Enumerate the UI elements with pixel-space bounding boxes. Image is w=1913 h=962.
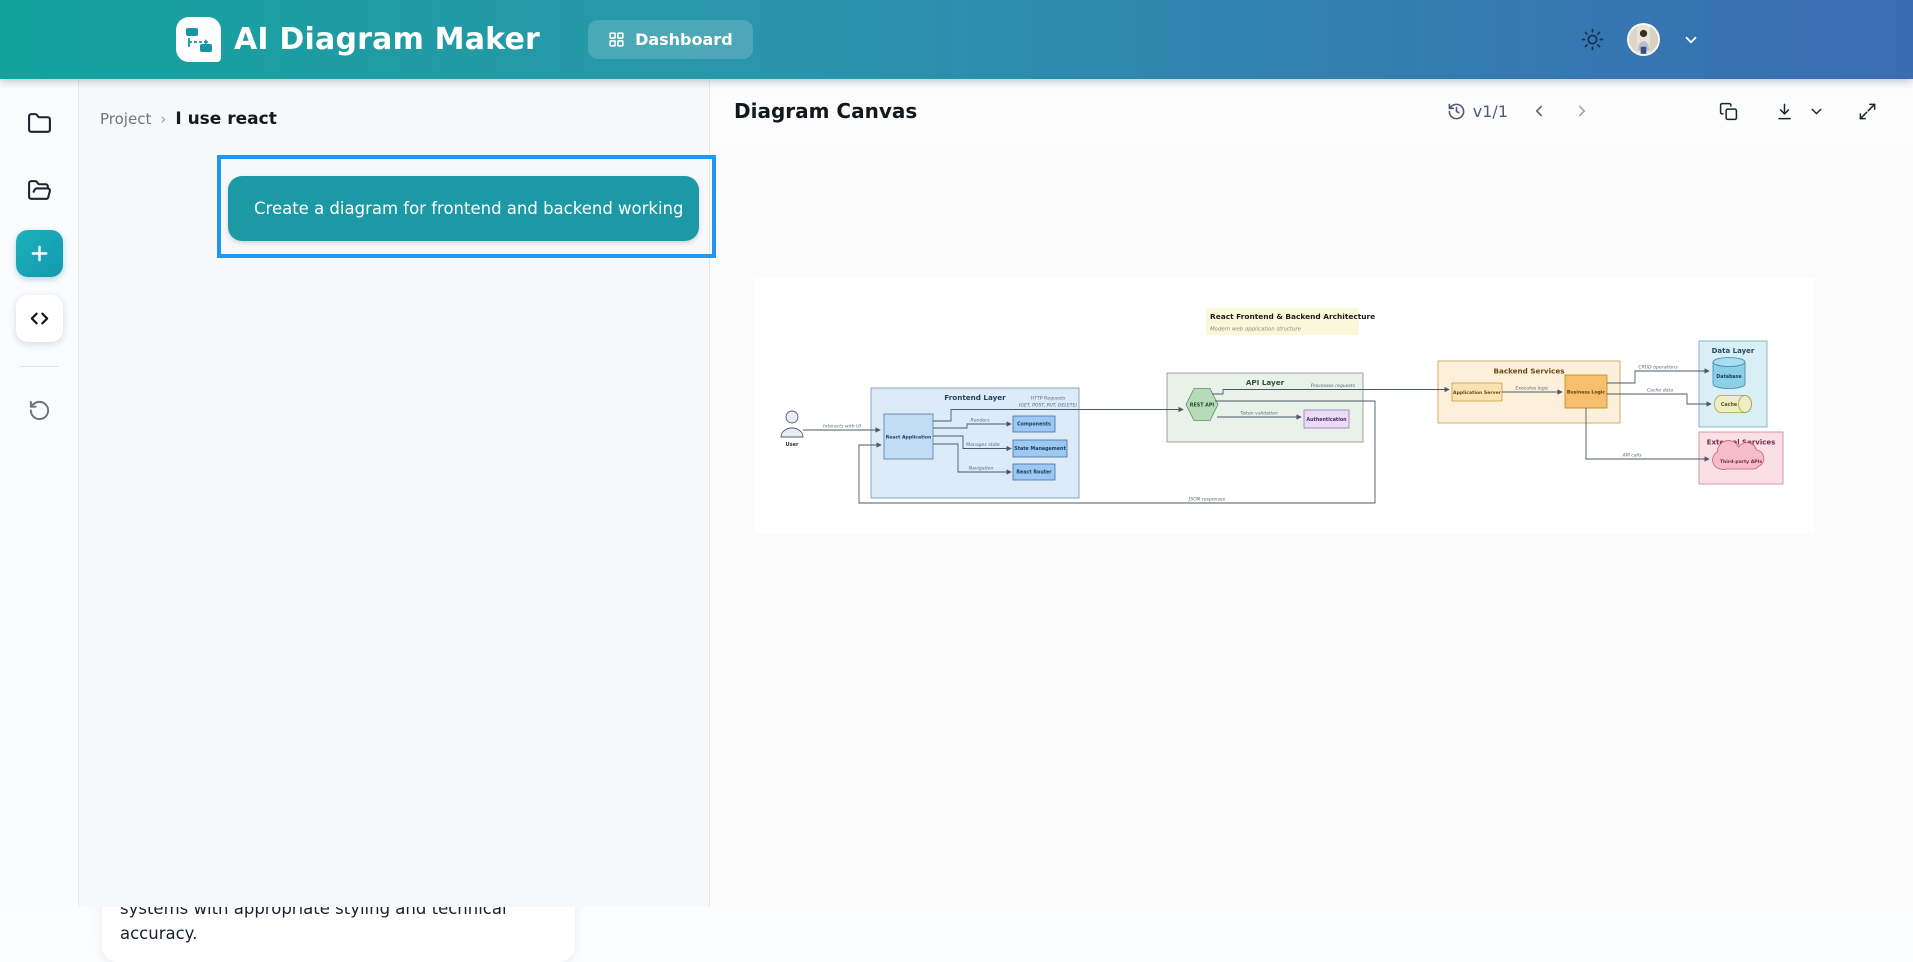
edge-label-api-calls: API calls <box>1621 453 1642 459</box>
user-avatar[interactable] <box>1627 23 1660 56</box>
node-third-party-apis: Third-party APIs <box>1712 440 1765 470</box>
version-controls: v1/1 <box>1447 102 1591 121</box>
logo-group: AI Diagram Maker <box>176 17 540 62</box>
svg-text:State Management: State Management <box>1014 446 1066 452</box>
node-react-application <box>883 413 934 460</box>
user-message-bubble[interactable]: Create a diagram for frontend and backen… <box>228 176 699 241</box>
avatar-photo <box>1629 25 1658 54</box>
breadcrumb: Project › I use react <box>100 109 277 129</box>
container-data-label: Data Layer <box>1712 347 1755 355</box>
plus-icon <box>31 245 48 262</box>
container-frontend-label: Frontend Layer <box>944 393 1006 402</box>
node-authentication <box>1303 409 1350 429</box>
diagram-edges <box>803 368 1712 504</box>
edge-label-http-1: HTTP Requests <box>1031 396 1066 402</box>
canvas-header: Diagram Canvas v1/1 <box>710 79 1913 143</box>
app-title: AI Diagram Maker <box>234 22 541 57</box>
node-cache: Cache <box>1714 395 1752 413</box>
architecture-diagram: React Frontend & Backend Architecture Mo… <box>780 308 1784 504</box>
diagram-logo-glyph <box>185 27 212 52</box>
version-label: v1/1 <box>1472 101 1508 121</box>
edge-label-json: JSON responses <box>1188 497 1226 503</box>
folder-open-icon <box>28 180 51 200</box>
edge-label-navigation: Navigation <box>969 466 994 472</box>
dashboard-label: Dashboard <box>635 30 733 49</box>
node-database: Database <box>1712 357 1746 389</box>
open-project-button[interactable] <box>0 178 79 203</box>
version-history-icon <box>1448 103 1465 119</box>
node-react-router <box>1012 463 1056 481</box>
svg-text:Components: Components <box>1017 422 1051 428</box>
svg-text:User: User <box>786 442 799 448</box>
svg-text:React Router: React Router <box>1016 470 1052 476</box>
node-rest-api <box>1185 388 1219 421</box>
svg-text:REST API: REST API <box>1190 403 1215 409</box>
dashboard-button[interactable]: Dashboard <box>588 20 753 59</box>
header-right-group <box>1580 0 1700 79</box>
canvas-title: Diagram Canvas <box>734 99 918 123</box>
tool-rail <box>0 79 79 907</box>
svg-text:Application Server: Application Server <box>1453 390 1502 396</box>
copy-icon <box>1719 102 1738 120</box>
top-header: AI Diagram Maker Dashboard <box>0 0 1913 79</box>
copy-button[interactable] <box>1719 102 1738 121</box>
theme-toggle-button[interactable] <box>1580 27 1605 52</box>
container-external-label: External Services <box>1707 439 1776 447</box>
svg-text:Authentication: Authentication <box>1306 417 1347 423</box>
diagram-subtitle: Modern web application structure <box>1210 327 1302 333</box>
edge-label-renders: Renders <box>971 418 991 424</box>
breadcrumb-separator: › <box>160 110 167 128</box>
chevron-down-icon <box>1811 108 1822 114</box>
version-next-button[interactable] <box>1573 102 1591 120</box>
svg-text:Third-party APIs: Third-party APIs <box>1720 459 1763 465</box>
chevron-down-icon <box>1685 36 1697 43</box>
edge-label-cache-data: Cache data <box>1647 388 1673 394</box>
download-button[interactable] <box>1775 102 1794 121</box>
node-components <box>1012 415 1056 433</box>
sun-icon <box>1581 28 1604 51</box>
version-prev-button[interactable] <box>1530 102 1548 120</box>
svg-text:Database: Database <box>1716 374 1742 380</box>
rail-divider <box>20 366 59 367</box>
diagram-surface[interactable]: React Frontend & Backend Architecture Mo… <box>755 278 1815 533</box>
svg-text:React Application: React Application <box>886 435 932 441</box>
edge-label-token: Token validation <box>1240 411 1278 417</box>
node-state-management <box>1012 439 1068 458</box>
container-backend-label: Backend Services <box>1494 367 1565 376</box>
node-user: User <box>780 410 804 448</box>
breadcrumb-current: I use react <box>175 109 277 129</box>
code-view-button[interactable] <box>16 295 63 342</box>
user-menu-chevron[interactable] <box>1682 31 1700 49</box>
code-icon <box>30 312 49 325</box>
edge-label-crud: CRUD operations <box>1638 365 1678 371</box>
svg-text:Cache: Cache <box>1721 402 1738 408</box>
diagram-title-band <box>1206 308 1359 335</box>
chevron-left-icon <box>1535 105 1543 117</box>
edge-label-http-2: (GET, POST, PUT, DELETE) <box>1019 403 1078 409</box>
canvas-panel: Diagram Canvas v1/1 <box>710 79 1913 907</box>
grid-icon <box>609 32 624 47</box>
history-button[interactable] <box>0 399 79 422</box>
fullscreen-button[interactable] <box>1858 102 1877 121</box>
edge-label-interacts: Interacts with UI <box>823 424 861 430</box>
edge-label-manages: Manages state <box>966 442 1000 448</box>
chevron-right-icon <box>1578 105 1586 117</box>
edge-label-executes: Executes logic <box>1515 386 1549 392</box>
canvas-body[interactable]: React Frontend & Backend Architecture Mo… <box>710 143 1913 907</box>
breadcrumb-project[interactable]: Project <box>100 110 152 128</box>
diagram-title: React Frontend & Backend Architecture <box>1210 312 1375 321</box>
container-api-label: API Layer <box>1246 378 1285 387</box>
download-options-button[interactable] <box>1808 103 1825 120</box>
folder-icon <box>28 113 51 133</box>
projects-folder-button[interactable] <box>0 111 79 136</box>
rotate-ccw-icon <box>29 400 50 421</box>
app-logo-icon <box>176 17 221 62</box>
expand-icon <box>1859 103 1876 119</box>
svg-text:Business Logic: Business Logic <box>1567 390 1605 396</box>
canvas-actions <box>1719 102 1877 121</box>
download-icon <box>1778 103 1791 119</box>
edge-label-processes: Processes requests <box>1311 383 1356 389</box>
new-diagram-button[interactable] <box>16 230 63 277</box>
